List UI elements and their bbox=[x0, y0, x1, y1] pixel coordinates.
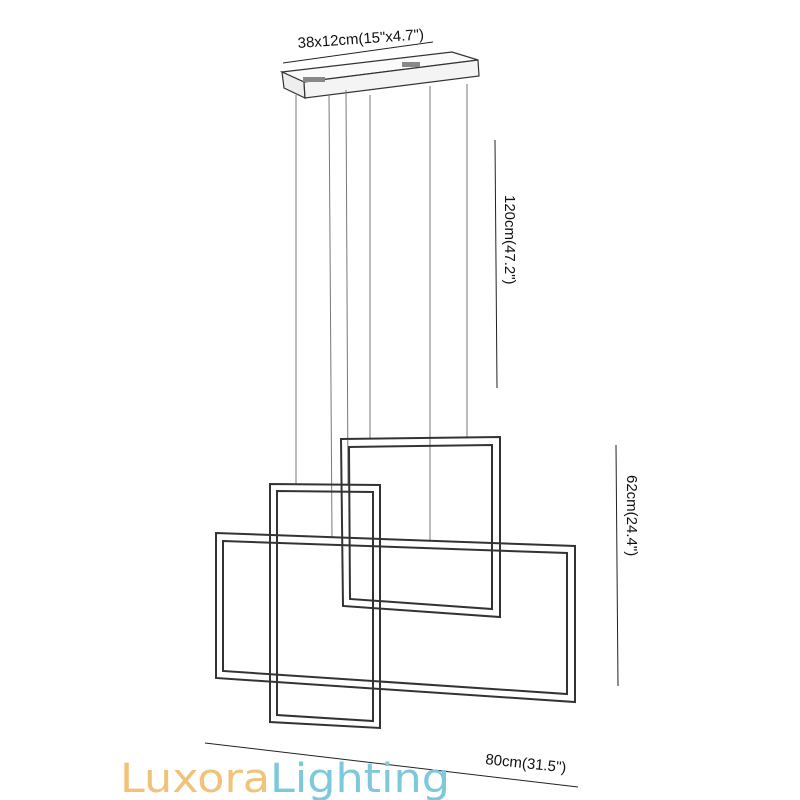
drop-dimension-line bbox=[494, 139, 498, 389]
drop-dimension-label: 120cm(47.2") bbox=[501, 195, 518, 285]
suspension-wires bbox=[295, 84, 468, 540]
light-frames bbox=[215, 435, 576, 730]
canopy bbox=[279, 51, 480, 99]
canopy-dimension-label: 38x12cm(15"x4.7") bbox=[297, 26, 424, 52]
height-dimension-label: 62cm(24.4") bbox=[623, 475, 640, 556]
width-dimension-line bbox=[204, 742, 579, 788]
height-dimension-line bbox=[615, 444, 619, 687]
width-dimension-label: 80cm(31.5") bbox=[485, 751, 568, 776]
canopy-dimension-line bbox=[282, 41, 434, 64]
